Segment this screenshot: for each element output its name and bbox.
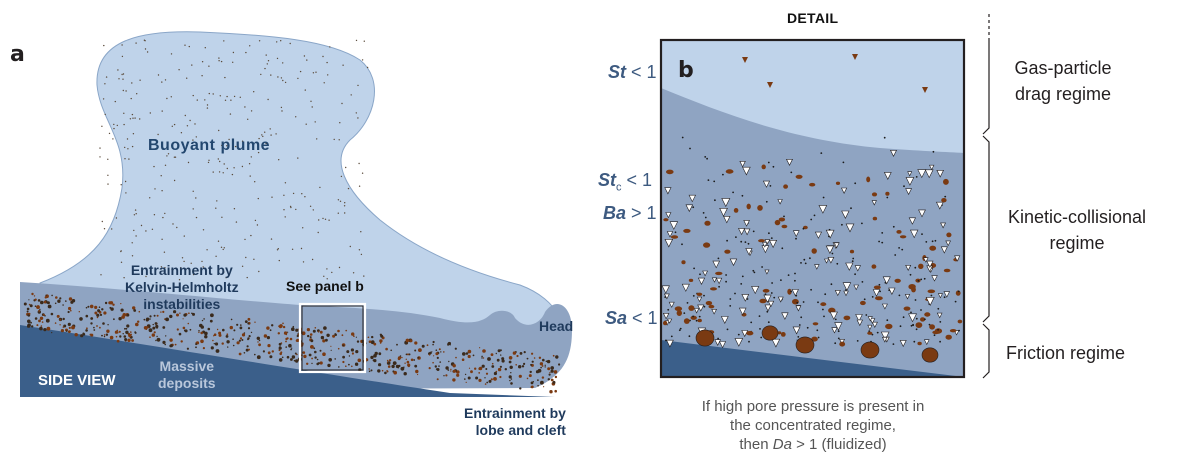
stokes-label: St < 1 (608, 62, 657, 83)
buoyant-plume (39, 31, 563, 346)
detail-deposit-zone (661, 340, 964, 377)
stc-symbol: St (598, 170, 616, 190)
kinetic-regime-label: Kinetic-collisional regime (997, 204, 1157, 256)
bracket-kinetic (982, 135, 990, 323)
caption-line-3: then Da > 1 (fluidized) (668, 435, 958, 454)
stc-label: Stc < 1 (598, 170, 652, 194)
caption-then: then (739, 436, 773, 453)
detail-current-zone (661, 88, 964, 377)
ba-relation: > 1 (626, 203, 657, 223)
see-panel-b-box-inner (301, 305, 364, 371)
massive-label-line: Massive (159, 358, 215, 374)
panel-a-letter: a (10, 42, 25, 67)
sa-relation: < 1 (627, 308, 658, 328)
current-particles (23, 292, 561, 394)
stc-subscript: c (616, 181, 622, 194)
lobe-cleft-label: Entrainment by lobe and cleft (464, 405, 566, 439)
kinetic-line: Kinetic-collisional (1007, 207, 1147, 227)
caption-fluidized: > 1 (fluidized) (791, 436, 887, 453)
head-label: Head (539, 318, 574, 334)
kh-label-line: Kelvin-Helmholtz (125, 279, 239, 295)
sa-symbol: Sa (605, 308, 628, 328)
see-panel-b-box (298, 302, 367, 374)
kh-label-line: Entrainment by (130, 262, 233, 278)
detail-particles (661, 54, 963, 363)
friction-regime-label: Friction regime (1006, 343, 1126, 363)
kh-label: Entrainment by Kelvin-Helmholtz instabil… (125, 262, 239, 313)
caption-line-1: If high pore pressure is present in (701, 398, 925, 415)
st-symbol: St (608, 62, 626, 82)
bracket-friction (982, 323, 990, 379)
lobe-label-line: Entrainment by (464, 405, 566, 421)
caption-line-2: the concentrated regime, (730, 417, 896, 434)
savage-label: Sa < 1 (605, 308, 658, 329)
stc-relation: < 1 (621, 170, 653, 190)
bracket-drag (982, 38, 990, 135)
drag-regime-label: Gas-particle drag regime (995, 55, 1131, 107)
kinetic-line: regime (1049, 233, 1105, 253)
massive-deposits-label: Massive deposits (158, 358, 216, 392)
detail-frame (659, 38, 966, 379)
massive-deposits (20, 325, 555, 397)
panel-b-letter: b (678, 58, 694, 83)
ba-symbol: Ba (603, 203, 627, 223)
drag-line: Gas-particle (1014, 58, 1112, 78)
side-view-label: SIDE VIEW (38, 372, 116, 389)
buoyant-plume-label: Buoyant plume (148, 137, 271, 154)
see-panel-b-label: See panel b (286, 278, 364, 294)
detail-caption: If high pore pressure is present in the … (668, 397, 958, 454)
plume-particles (99, 39, 369, 281)
lobe-label-line: lobe and cleft (475, 422, 566, 438)
bagnold-label: Ba > 1 (603, 203, 657, 224)
caption-da: Da (772, 436, 792, 453)
kh-label-line: instabilities (143, 296, 221, 312)
detail-title: DETAIL (787, 10, 839, 26)
st-relation: < 1 (626, 62, 657, 82)
massive-label-line: deposits (158, 375, 216, 391)
drag-line: drag regime (1014, 84, 1112, 104)
